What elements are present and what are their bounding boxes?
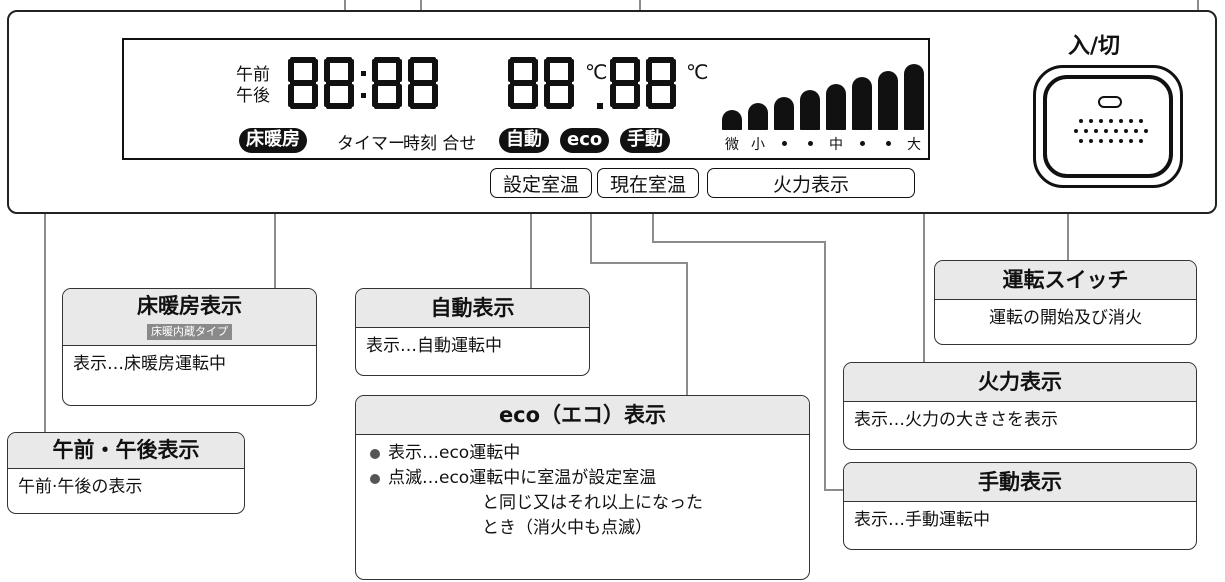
temp-digit-1 [508, 57, 538, 109]
flame-display-label: 火力表示 [707, 168, 915, 198]
flame-tick-label: 大 [907, 137, 921, 153]
callout-eco-item-2: 点滅…eco運転中に室温が設定室温 [370, 466, 795, 491]
time-digit-4 [408, 57, 438, 109]
speaker-grille-icon [1074, 119, 1154, 149]
time-digit-3 [372, 57, 402, 109]
callout-ampm: 午前・午後表示 午前·午後の表示 [7, 432, 245, 514]
temp-digit-4 [646, 57, 676, 109]
flame-tick-dot [860, 141, 865, 146]
callout-flame-body: 表示…火力の大きさを表示 [854, 410, 1058, 430]
flame-tick-label: 中 [829, 137, 843, 153]
callout-switch-body: 運転の開始及び消火 [989, 308, 1142, 328]
flame-bar-1 [722, 110, 742, 130]
flame-bar-8 [904, 64, 924, 130]
time-colon [361, 93, 366, 98]
callout-switch-title: 運転スイッチ [935, 261, 1196, 300]
am-indicator: 午前 [236, 65, 270, 85]
callout-flame-title: 火力表示 [844, 363, 1196, 402]
callout-eco-item-1: 表示…eco運転中 [370, 441, 795, 466]
callout-manual-title: 手動表示 [844, 463, 1196, 502]
callout-ampm-title: 午前・午後表示 [8, 433, 244, 469]
flame-bar-4 [800, 90, 820, 130]
time-digits [288, 57, 438, 109]
set-temp-label: 設定室温 [490, 168, 592, 198]
callout-auto-body: 表示…自動運転中 [366, 336, 502, 356]
flame-bar-5 [826, 83, 846, 130]
temp-digit-2 [544, 57, 574, 109]
callout-eco-item-2-line-2: と同じ又はそれ以上になった [482, 493, 703, 513]
temp-unit-right: ℃ [686, 60, 709, 84]
flame-bar-7 [878, 70, 898, 130]
manual-indicator: 手動 [620, 128, 670, 153]
flame-bar-3 [774, 96, 794, 130]
clock-set-indicator: 時刻 合せ [403, 134, 477, 154]
power-switch-face[interactable] [1043, 75, 1173, 178]
pm-indicator: 午後 [236, 86, 270, 106]
current-temp-label: 現在室温 [597, 168, 699, 198]
time-digit-2 [324, 57, 354, 109]
flame-tick-label: 微 [725, 137, 739, 153]
callout-eco: eco（エコ）表示 表示…eco運転中 点滅…eco運転中に室温が設定室温 と同… [355, 395, 810, 580]
flame-tick-dot [886, 141, 891, 146]
time-digit-1 [288, 57, 318, 109]
callout-ampm-body: 午前·午後の表示 [18, 477, 143, 497]
power-led-icon [1098, 96, 1122, 108]
temp-decimal-point [597, 103, 603, 109]
temp-digit-3 [610, 57, 640, 109]
callout-eco-item-2-line-3: とき（消火中も点滅） [482, 518, 652, 538]
flame-bar-2 [748, 103, 768, 130]
flame-bar-6 [852, 77, 872, 130]
temp-digits [508, 57, 676, 109]
callout-flame: 火力表示 表示…火力の大きさを表示 [843, 362, 1197, 450]
callout-eco-title: eco（エコ）表示 [356, 396, 809, 435]
temp-unit-left: ℃ [585, 60, 608, 84]
eco-indicator: eco [560, 128, 610, 153]
callout-auto: 自動表示 表示…自動運転中 [355, 288, 590, 376]
callout-floor-heat-tag: 床暖内蔵タイプ [147, 324, 232, 340]
callout-auto-title: 自動表示 [356, 289, 589, 328]
auto-indicator: 自動 [499, 128, 549, 153]
flame-tick-label: 小 [751, 137, 765, 153]
flame-tick-dot [808, 141, 813, 146]
callout-floor-heat: 床暖房表示 床暖内蔵タイプ 表示…床暖房運転中 [62, 288, 317, 406]
flame-tick-dot [782, 141, 787, 146]
power-switch-title: 入/切 [1068, 34, 1121, 59]
callout-floor-heat-title: 床暖房表示 [137, 294, 242, 318]
callout-manual-body: 表示…手動運転中 [854, 510, 990, 530]
callout-floor-heat-body: 表示…床暖房運転中 [73, 354, 226, 374]
callout-manual: 手動表示 表示…手動運転中 [843, 462, 1197, 550]
callout-switch: 運転スイッチ 運転の開始及び消火 [934, 260, 1197, 345]
floor-heat-indicator: 床暖房 [239, 128, 307, 153]
time-colon [361, 71, 366, 76]
timer-indicator: タイマー [337, 134, 405, 154]
